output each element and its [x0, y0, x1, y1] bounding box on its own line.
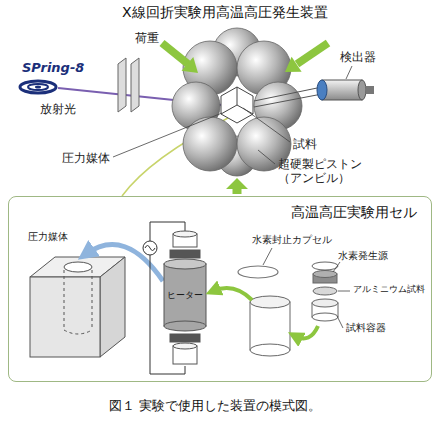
logo-swirl: [20, 81, 56, 93]
leader-lines: [113, 66, 352, 164]
pressure-medium-cube: [30, 257, 125, 357]
illustration-part: [164, 321, 206, 331]
diagram-title: X線回折実験用高温高圧発生装置: [122, 4, 328, 21]
illustration-part: [20, 81, 56, 93]
illustration-part: [366, 86, 374, 94]
illustration-part: [162, 43, 188, 64]
illustration-part: [145, 246, 155, 251]
illustration-part: [30, 277, 100, 357]
part-label: 水素封止カプセル: [252, 234, 332, 246]
part-label: 超硬製ピストン （アンビル）: [278, 157, 368, 186]
illustration-part: [170, 250, 200, 258]
illustration-part: [250, 296, 290, 308]
illustration-part: [313, 287, 337, 295]
load-arrows: [162, 43, 328, 194]
illustration-part: [170, 334, 200, 342]
part-label: 検出器: [340, 50, 376, 64]
illustration-part: [221, 105, 237, 114]
illustration-part: [131, 58, 139, 112]
illustration-part: [28, 84, 48, 90]
part-label: 試料: [293, 137, 317, 151]
illustration-part: [243, 108, 290, 142]
illustration-part: [118, 58, 126, 112]
illustration-part: [64, 330, 92, 334]
illustration-part: [346, 66, 352, 79]
illustration-part: [258, 150, 275, 164]
part-label: 水素発生源: [338, 250, 388, 262]
leader-lines: [263, 248, 350, 328]
illustration-part: [164, 259, 206, 269]
illustration-part: [250, 302, 290, 350]
illustration-part: [337, 316, 343, 328]
illustration-part: [317, 80, 327, 100]
illustration-part: [312, 262, 338, 270]
part-label: ヒーター: [167, 290, 203, 301]
logo-text: SPring-8: [22, 60, 84, 76]
illustration-part: [113, 113, 222, 157]
illustration-part: [182, 57, 199, 73]
illustration-part: [221, 87, 253, 123]
illustration-part: [254, 94, 322, 107]
sample-container: [250, 296, 290, 356]
panel-heading: 高温高圧実験用セル: [291, 204, 417, 221]
slit-plates: [118, 58, 139, 112]
heater-stack: [164, 231, 206, 364]
illustration-part: [312, 299, 338, 307]
part-label: 圧力媒体: [28, 231, 68, 243]
ac-source: [143, 241, 157, 255]
part-label: アルミニウム試料: [353, 284, 425, 295]
illustration-part: [100, 257, 125, 357]
illustration-part: [254, 87, 322, 101]
figure-caption: 図１ 実験で使用した装置の模式図。: [109, 398, 321, 414]
part-label: 荷重: [135, 31, 159, 45]
detector-icon: [317, 80, 374, 100]
assembly-arrow: [295, 326, 318, 338]
illustration-part: [322, 80, 362, 100]
illustration-part: [312, 313, 338, 321]
part-label: 試料容器: [346, 322, 386, 334]
illustration-part: [64, 270, 65, 330]
illustration-part: [35, 86, 41, 89]
illustration-part: [64, 262, 92, 272]
illustration-part: [250, 344, 290, 356]
part-label: 放射光: [40, 102, 76, 116]
illustration-part: [285, 57, 302, 72]
diffraction-lines: [254, 87, 322, 107]
illustration-part: [92, 270, 93, 330]
illustration-part: [237, 87, 238, 105]
illustration-part: [143, 241, 157, 255]
part-label: 圧力媒体: [62, 151, 110, 165]
illustration-part: [297, 43, 328, 64]
illustration-part: [333, 262, 340, 272]
illustration-part: [358, 80, 366, 100]
sample-cube: [221, 87, 253, 123]
illustration-part: [173, 343, 197, 349]
illustration-part: [173, 231, 197, 237]
illustration-part: [226, 178, 248, 194]
sealing-capsule: [238, 266, 278, 278]
illustration-part: [164, 264, 206, 326]
assembly-arrow: [213, 288, 252, 300]
insert-arrow: [86, 245, 163, 281]
illustration-part: [338, 291, 350, 292]
illustration-part: [263, 248, 272, 265]
